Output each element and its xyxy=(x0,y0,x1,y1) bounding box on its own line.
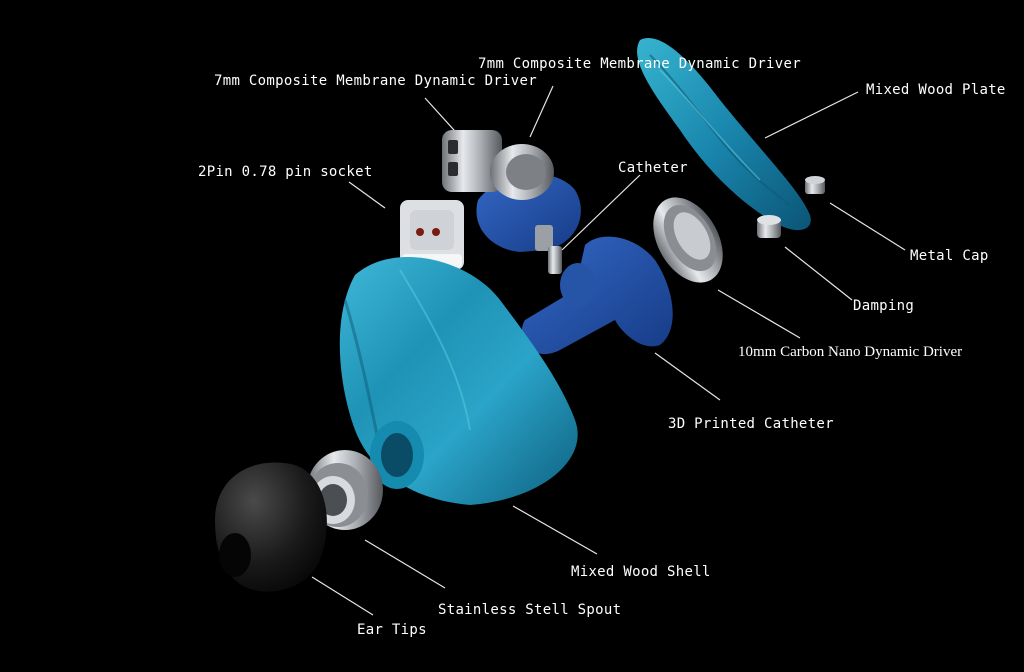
leader-metal-cap xyxy=(829,202,906,251)
leader-damping xyxy=(784,246,853,301)
leader-lines xyxy=(311,85,906,616)
label-damping: Damping xyxy=(853,298,915,314)
leader-catheter xyxy=(561,174,641,251)
composite-drivers-part xyxy=(442,130,554,200)
metal-cap-part xyxy=(805,176,825,194)
leader-mixed-wood-plate xyxy=(764,91,859,139)
label-mixed-wood-shell: Mixed Wood Shell xyxy=(571,564,711,580)
leader-carbon-driver xyxy=(717,289,801,339)
label-driver-right: 7mm Composite Membrane Dynamic Driver xyxy=(478,56,801,72)
ear-tip-part xyxy=(215,462,327,592)
leader-printed-catheter xyxy=(654,352,721,401)
mixed-wood-plate-part xyxy=(637,38,811,231)
label-pin-socket: 2Pin 0.78 pin socket xyxy=(198,164,373,180)
leader-pin-socket xyxy=(348,181,386,209)
damping-part xyxy=(757,215,781,238)
label-mixed-wood-plate: Mixed Wood Plate xyxy=(866,82,1006,98)
leader-driver-right xyxy=(529,85,554,138)
label-driver-left: 7mm Composite Membrane Dynamic Driver xyxy=(214,73,537,89)
mixed-wood-shell-part xyxy=(339,256,578,505)
label-metal-cap: Metal Cap xyxy=(910,248,989,264)
leader-mixed-wood-shell xyxy=(512,505,598,555)
printed-catheter-part xyxy=(521,236,673,355)
carbon-driver-part xyxy=(653,197,723,283)
leader-spout xyxy=(364,539,446,589)
label-carbon-driver: 10mm Carbon Nano Dynamic Driver xyxy=(738,344,963,360)
label-printed-catheter: 3D Printed Catheter xyxy=(668,416,834,432)
leader-ear-tips xyxy=(311,576,374,616)
label-spout: Stainless Stell Spout xyxy=(438,602,622,618)
label-catheter: Catheter xyxy=(618,160,688,176)
label-ear-tips: Ear Tips xyxy=(357,622,427,638)
